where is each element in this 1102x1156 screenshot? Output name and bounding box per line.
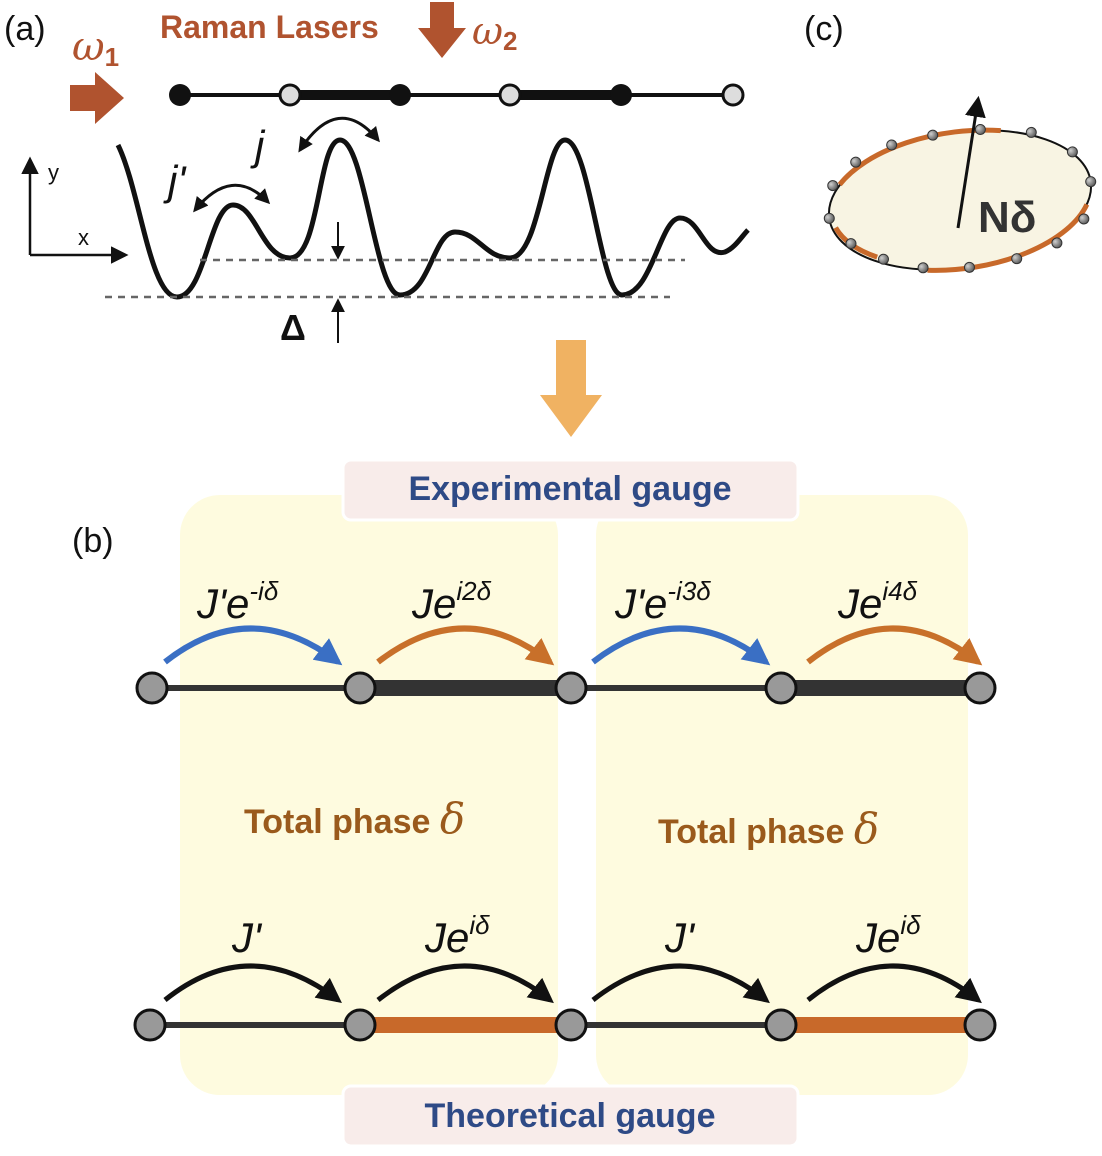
exp-hop-arrow-2 bbox=[376, 625, 555, 666]
experimental-gauge-label: Experimental gauge bbox=[408, 470, 731, 508]
chain-site bbox=[764, 1008, 798, 1042]
axis-x-label: x bbox=[78, 225, 89, 250]
theoretical-chain bbox=[133, 1008, 997, 1042]
hop-jprime-label: j' bbox=[163, 157, 187, 204]
lattice-site-dark bbox=[169, 84, 191, 106]
lattice-site-dark bbox=[610, 84, 632, 106]
axis-y-label: y bbox=[48, 160, 59, 185]
flux-label: Nδ bbox=[978, 193, 1036, 242]
hop-j-label: j bbox=[250, 122, 266, 169]
theo-hop-label-3: J' bbox=[664, 914, 696, 961]
total-phase-label-1: Total phase δ bbox=[244, 794, 465, 843]
exp-hop-label-2: Jei2δ bbox=[411, 576, 492, 627]
hop-j-arrow-icon bbox=[298, 116, 380, 153]
lattice-site-light bbox=[721, 83, 745, 107]
chain-site bbox=[135, 671, 169, 705]
panel-c: (c) bbox=[804, 10, 1097, 274]
ring-sites bbox=[823, 123, 1097, 274]
chain-site bbox=[963, 1008, 997, 1042]
panel-a-label: (a) bbox=[4, 10, 46, 48]
omega1-arrow-icon bbox=[70, 72, 124, 124]
theo-hop-label-4: Jeiδ bbox=[855, 910, 921, 961]
theo-hop-label-1: J' bbox=[231, 914, 263, 961]
lattice-site-light bbox=[278, 83, 302, 107]
theo-hop-arrow-2 bbox=[376, 963, 554, 1004]
chain-site bbox=[343, 1008, 377, 1042]
omega1-label: ω1 bbox=[72, 24, 119, 72]
exp-hop-label-1: J'e-iδ bbox=[196, 576, 279, 627]
panel-b-label: (b) bbox=[72, 522, 114, 560]
flux-ring bbox=[823, 123, 1097, 274]
theo-hop-arrow-3 bbox=[591, 963, 770, 1004]
chain-site bbox=[554, 671, 588, 705]
flux-arrow-icon bbox=[956, 95, 986, 229]
optical-lattice-potential bbox=[115, 137, 750, 300]
exp-hop-label-3: J'e-i3δ bbox=[614, 576, 711, 627]
theoretical-gauge-box bbox=[341, 1084, 800, 1148]
theo-hop-label-2: Jeiδ bbox=[424, 910, 490, 961]
exp-hop-label-4: Jei4δ bbox=[837, 576, 918, 627]
exp-hop-arrow-4 bbox=[806, 625, 983, 666]
coordinate-axes: y x bbox=[21, 156, 129, 264]
delta-label: Δ bbox=[280, 307, 306, 348]
hop-jprime-arrow-icon bbox=[193, 184, 271, 213]
panel-a: (a) ω1 Raman Lasers ω2 bbox=[4, 2, 750, 348]
chain-site bbox=[963, 671, 997, 705]
unit-cell-1 bbox=[180, 495, 558, 1095]
theo-hop-arrow-4 bbox=[806, 963, 982, 1004]
chain-site bbox=[133, 1008, 167, 1042]
experimental-gauge-box bbox=[341, 458, 800, 522]
chain-site bbox=[554, 1008, 588, 1042]
unit-cell-2 bbox=[596, 495, 968, 1095]
omega2-arrow-icon bbox=[418, 2, 466, 58]
total-phase-label-2: Total phase δ bbox=[658, 804, 879, 853]
lattice-site-light bbox=[498, 83, 522, 107]
panel-b: (b) Experimental gauge Theoretical gauge bbox=[72, 458, 997, 1148]
lattice-site-dark bbox=[389, 84, 411, 106]
panel-c-label: (c) bbox=[804, 10, 844, 48]
chain-site bbox=[764, 671, 798, 705]
transform-arrow-icon bbox=[540, 340, 602, 437]
theoretical-gauge-label: Theoretical gauge bbox=[425, 1097, 716, 1135]
experimental-chain bbox=[135, 671, 997, 705]
theo-hop-arrow-1 bbox=[163, 963, 342, 1004]
top-lattice-chain bbox=[169, 83, 745, 107]
omega2-label: ω2 bbox=[472, 9, 517, 56]
raman-lasers-title: Raman Lasers bbox=[160, 9, 379, 45]
chain-site bbox=[343, 671, 377, 705]
exp-hop-arrow-3 bbox=[591, 625, 771, 666]
exp-hop-arrow-1 bbox=[163, 625, 343, 666]
